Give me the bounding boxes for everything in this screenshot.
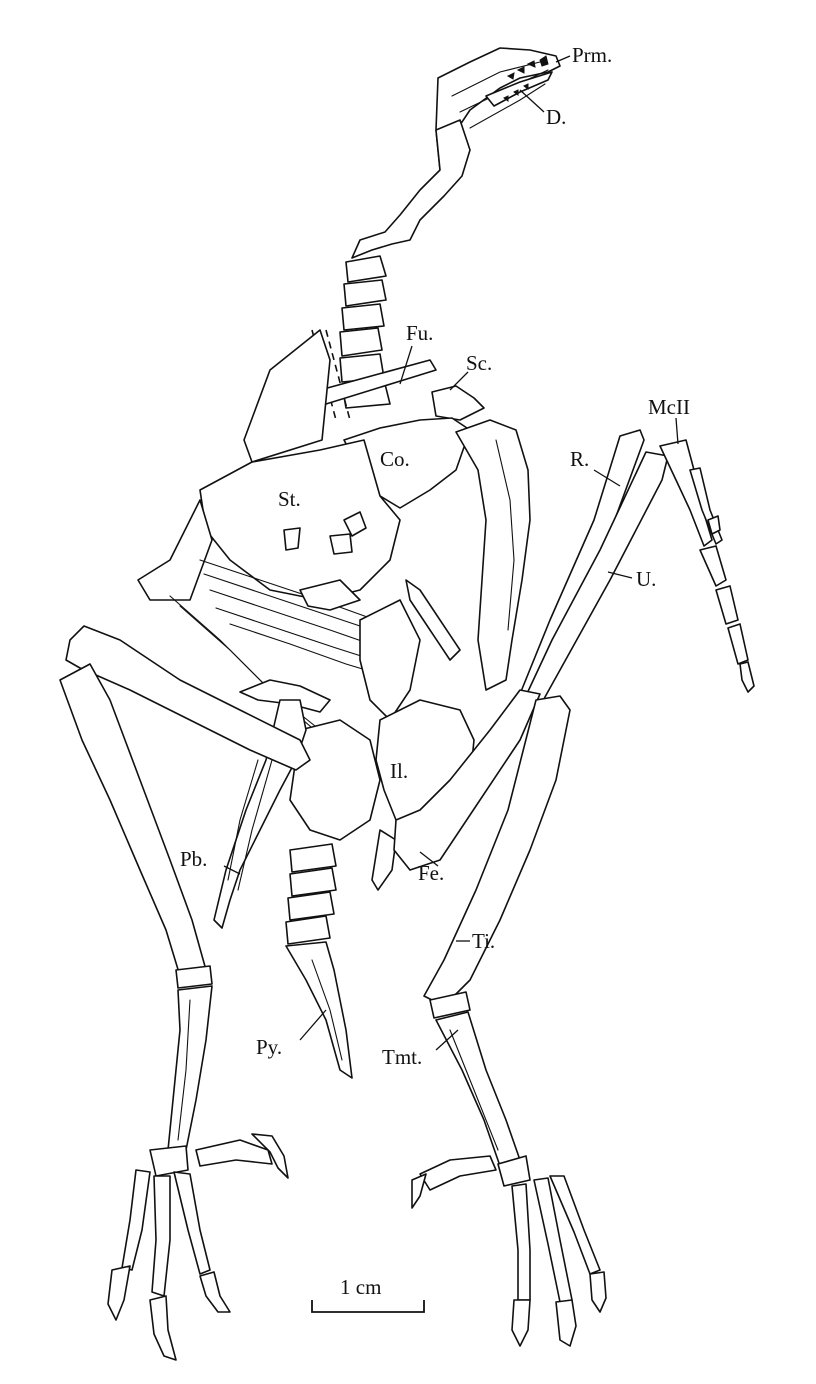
scale-bar: 1 cm — [311, 1275, 425, 1313]
wing — [519, 429, 755, 707]
label-ulna: U. — [636, 567, 656, 591]
leader-lines — [223, 55, 679, 1051]
label-sternum: St. — [278, 487, 301, 511]
label-femur: Fe. — [418, 861, 444, 885]
anatomical-labels: Prm. D. Fu. Sc. McII R. Co. St. U. Il. P… — [180, 43, 690, 1069]
label-scapula: Sc. — [466, 351, 492, 375]
tail — [285, 843, 353, 1079]
label-dentary: D. — [546, 105, 566, 129]
neck — [311, 119, 471, 421]
label-ilium: Il. — [390, 759, 408, 783]
label-tibiotarsus: Ti. — [472, 929, 495, 953]
label-pubis: Pb. — [180, 847, 207, 871]
sternum-and-trunk — [137, 329, 461, 741]
label-tarsometatarsus: Tmt. — [382, 1045, 422, 1069]
label-coracoid: Co. — [380, 447, 410, 471]
label-pygostyle: Py. — [256, 1035, 282, 1059]
right-leg — [393, 689, 607, 1347]
label-premaxilla: Prm. — [572, 43, 612, 67]
scale-bar-label: 1 cm — [340, 1275, 381, 1299]
left-leg — [59, 625, 311, 1361]
label-metacarpal-ii: McII — [648, 395, 690, 419]
label-radius: R. — [570, 447, 589, 471]
scale-bar-line — [311, 1300, 425, 1313]
label-furcula: Fu. — [406, 321, 433, 345]
